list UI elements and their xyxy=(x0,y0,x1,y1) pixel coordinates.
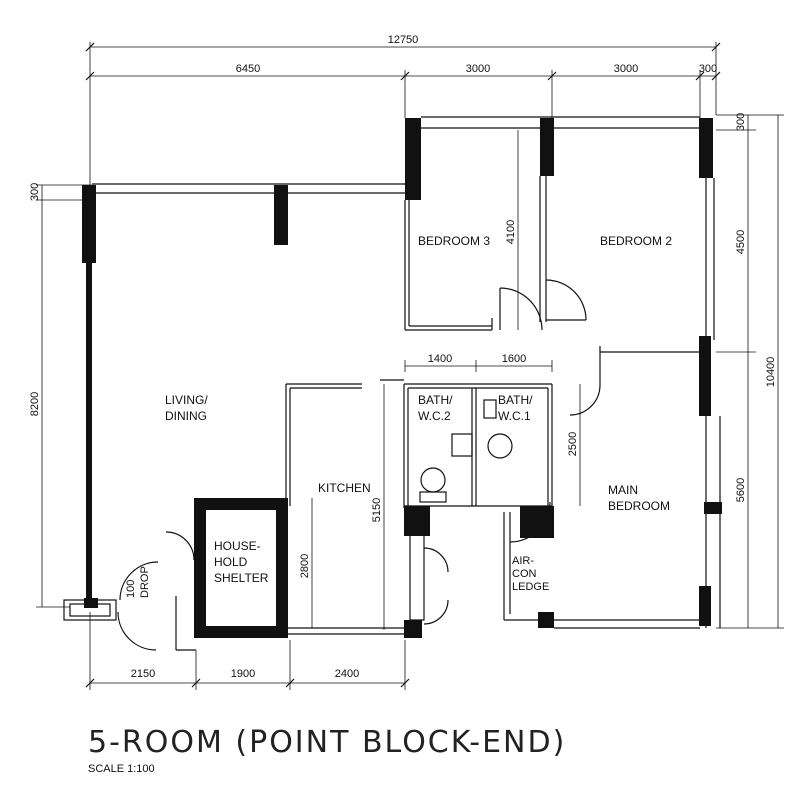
dim-right-5600: 5600 xyxy=(735,478,747,502)
label-bedroom-2: BEDROOM 2 xyxy=(600,234,672,248)
label-main-2: BEDROOM xyxy=(608,499,670,513)
label-bath-2-a: BATH/ xyxy=(418,393,453,407)
dim-bottom-3: 2400 xyxy=(335,668,359,680)
label-drop-2: DROP xyxy=(139,566,151,598)
dim-inner-4100: 4100 xyxy=(505,220,517,244)
dim-bath-w2: 1600 xyxy=(502,353,526,365)
dim-inner-2500: 2500 xyxy=(567,432,579,456)
label-shelter-3: SHELTER xyxy=(214,571,269,585)
dim-right-10400: 10400 xyxy=(765,357,777,388)
dim-bottom-2: 1900 xyxy=(231,668,255,680)
walls xyxy=(63,116,722,651)
room-labels: LIVING/ DINING KITCHEN BEDROOM 3 BEDROOM… xyxy=(125,234,672,598)
label-living-1: LIVING/ xyxy=(165,393,208,407)
label-bath-2-b: W.C.2 xyxy=(418,409,451,423)
label-aircon-3: LEDGE xyxy=(512,581,549,593)
dim-inner-2800: 2800 xyxy=(299,554,311,578)
dim-bottom-1: 2150 xyxy=(131,668,155,680)
label-bath-1-a: BATH/ xyxy=(498,393,533,407)
dim-right-300: 300 xyxy=(735,113,747,131)
label-aircon-1: AIR- xyxy=(512,555,534,567)
dim-top-mid: 3000 xyxy=(466,63,490,75)
doors xyxy=(117,279,601,651)
dim-left-300: 300 xyxy=(29,183,41,201)
plan-title: 5-ROOM (POINT BLOCK-END) xyxy=(88,725,566,760)
label-bath-1-b: W.C.1 xyxy=(498,409,531,423)
label-shelter-1: HOUSE- xyxy=(214,539,261,553)
dim-top-end: 300 xyxy=(699,63,717,75)
plan-scale: SCALE 1:100 xyxy=(88,763,155,775)
dim-inner-5150: 5150 xyxy=(371,498,383,522)
dimension-labels: 12750 6450 3000 3000 300 2150 1900 2400 … xyxy=(29,34,777,680)
label-living-2: DINING xyxy=(165,409,207,423)
dim-top-left: 6450 xyxy=(236,63,260,75)
fixtures xyxy=(409,399,513,621)
dim-bath-w1: 1400 xyxy=(428,353,452,365)
dim-top-right: 3000 xyxy=(614,63,638,75)
label-main-1: MAIN xyxy=(608,483,638,497)
dim-right-4500: 4500 xyxy=(735,230,747,254)
label-bedroom-3: BEDROOM 3 xyxy=(418,234,490,248)
label-aircon-2: CON xyxy=(512,568,537,580)
dim-left-8200: 8200 xyxy=(29,392,41,416)
dimension-lines xyxy=(36,42,784,690)
label-kitchen: KITCHEN xyxy=(318,481,371,495)
dim-total-width: 12750 xyxy=(388,34,419,46)
label-drop-1: 100 xyxy=(125,580,137,598)
label-shelter-2: HOLD xyxy=(214,555,248,569)
